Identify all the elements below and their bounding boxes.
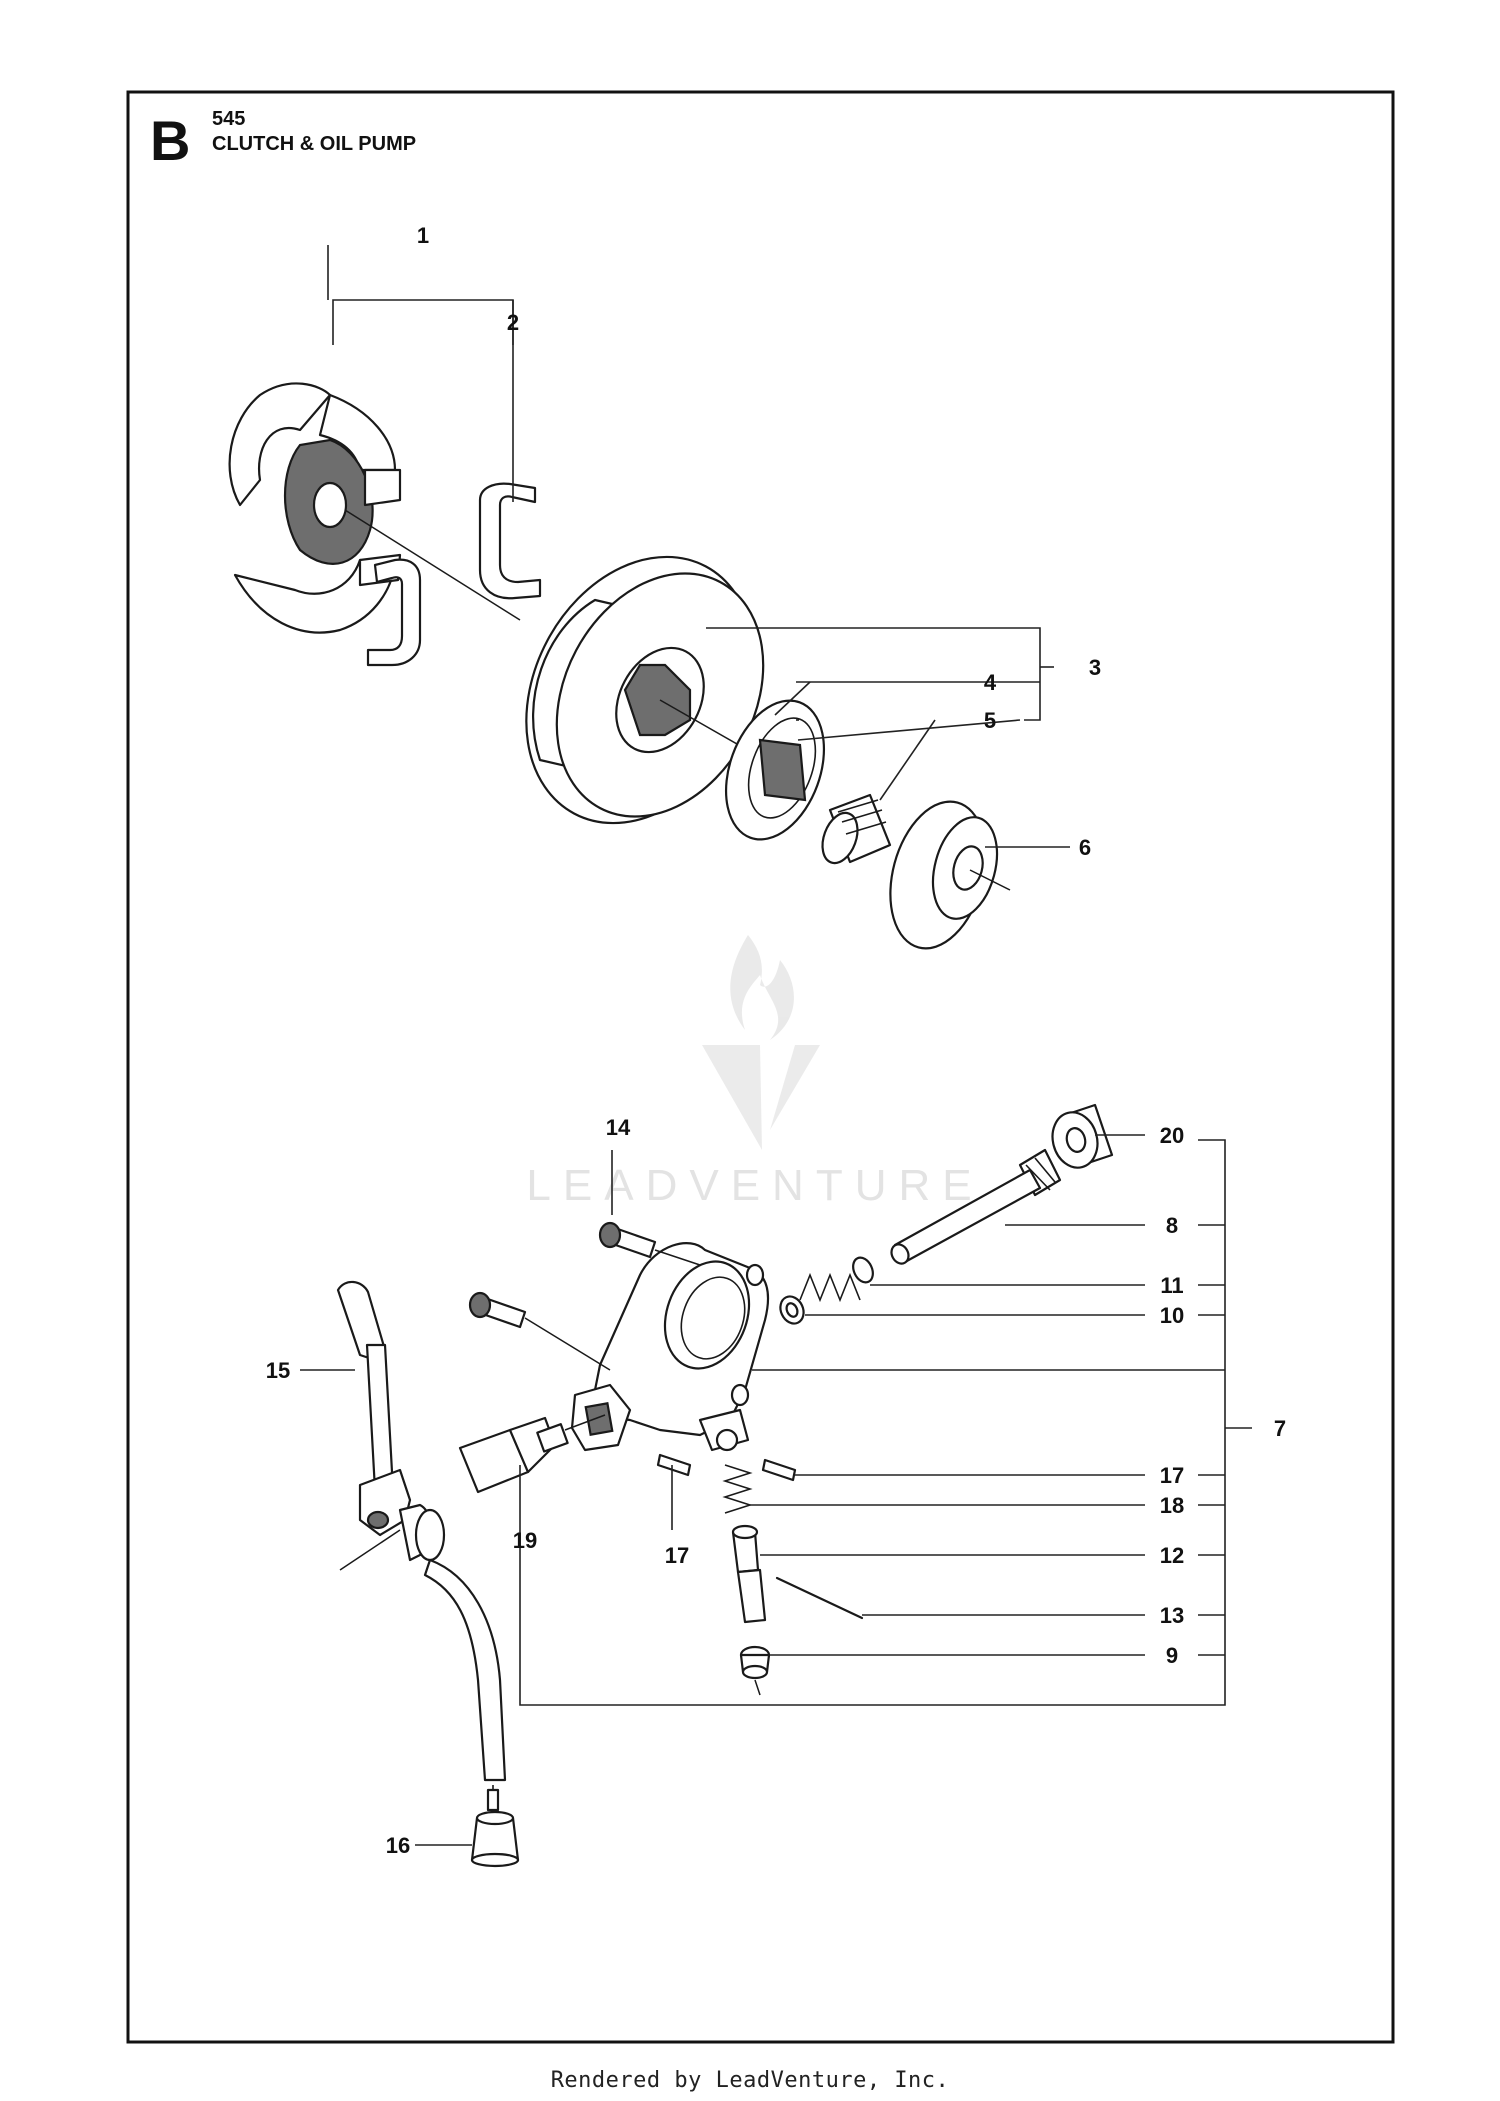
callout-16: 16 — [386, 1833, 410, 1858]
callout-8: 8 — [1166, 1213, 1178, 1238]
connector-part-19 — [458, 1414, 606, 1494]
model-number: 545 — [212, 108, 245, 130]
clutch-spring-part-2 — [366, 482, 542, 667]
needle-bearing-part-5 — [821, 793, 892, 865]
rim-sprocket-part-4 — [724, 699, 826, 841]
pump-shaft-part-8 — [890, 1148, 1062, 1265]
callout-2: 2 — [507, 310, 519, 335]
spring-part-18 — [722, 1464, 753, 1514]
callout-6: 6 — [1079, 835, 1091, 860]
plunger-part-12 — [731, 1524, 767, 1624]
callout-11: 11 — [1160, 1273, 1183, 1298]
clutch-assembly-part-1 — [228, 382, 521, 634]
diagram-title: CLUTCH & OIL PUMP — [212, 133, 416, 155]
washer-part-10 — [779, 1295, 805, 1325]
pin-part-17 — [656, 1453, 797, 1482]
callout-17-right: 17 — [1160, 1463, 1184, 1488]
filter-part-16 — [470, 1785, 520, 1868]
callout-13: 13 — [1160, 1603, 1184, 1628]
footer-credit: Rendered by LeadVenture, Inc. — [550, 2068, 950, 2093]
callout-10: 10 — [1160, 1303, 1184, 1328]
bushing-part-20 — [1051, 1103, 1114, 1169]
callout-7: 7 — [1274, 1416, 1286, 1441]
clutch-leader-lines — [327, 245, 1070, 848]
plug-part-9 — [739, 1645, 771, 1696]
callout-17-left: 17 — [665, 1543, 689, 1568]
callout-3: 3 — [1089, 655, 1101, 680]
callout-14: 14 — [606, 1115, 631, 1140]
watermark-logo — [702, 935, 820, 1150]
clutch-drum-part-3 — [525, 555, 801, 825]
oil-pump-leader-lines — [300, 1134, 1252, 1846]
callout-20: 20 — [1160, 1123, 1184, 1148]
suction-pipe-part-15 — [336, 1280, 507, 1782]
callout-12: 12 — [1160, 1543, 1184, 1568]
flame-icon — [730, 935, 794, 1040]
callout-5: 5 — [984, 708, 996, 733]
callout-4: 4 — [984, 670, 997, 695]
diagram-frame — [126, 90, 1395, 2044]
pin-part-13 — [775, 1576, 864, 1620]
v-mark-icon — [702, 1045, 820, 1150]
spring-part-11 — [799, 1256, 874, 1303]
callout-15: 15 — [266, 1358, 290, 1383]
pump-housing-part-7 — [570, 1242, 770, 1452]
washer-part-6 — [889, 800, 1011, 950]
screw-part-14 — [468, 1221, 701, 1371]
watermark-text: LEADVENTURE — [526, 1161, 983, 1210]
callout-19: 19 — [513, 1528, 537, 1553]
callout-9: 9 — [1166, 1643, 1178, 1668]
callout-1: 1 — [417, 223, 429, 248]
section-letter: B — [150, 109, 190, 172]
callout-18: 18 — [1160, 1493, 1184, 1518]
